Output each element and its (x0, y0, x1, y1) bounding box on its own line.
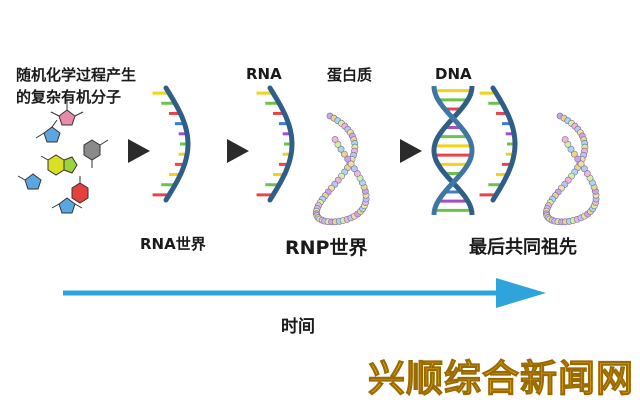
organic-molecules-icon (17, 100, 109, 214)
rna-strand-icon (479, 85, 518, 203)
protein-chain-icon (543, 112, 600, 226)
step-arrow-icon (128, 139, 150, 163)
step-arrow-icon (400, 139, 422, 163)
time-arrow (63, 278, 546, 308)
dna-label: DNA (435, 65, 472, 83)
rna-world-label: RNA世界 (140, 235, 206, 253)
step-arrow-icon (227, 139, 249, 163)
rna-strand-icon (256, 85, 295, 203)
rna-label: RNA (246, 65, 282, 83)
watermark: 兴顺综合新闻网 (368, 357, 634, 401)
protein-chain-icon (312, 112, 370, 226)
time-label: 时间 (281, 317, 315, 337)
rna-strand-icon (152, 85, 191, 203)
protein-label: 蛋白质 (327, 66, 373, 84)
random-molecules-line2: 的复杂有机分子 (16, 88, 122, 106)
luca-label: 最后共同祖先 (469, 237, 577, 258)
random-molecules-label: 随机化学过程产生 的复杂有机分子 (16, 64, 136, 108)
random-molecules-line1: 随机化学过程产生 (16, 66, 137, 84)
dna-double-helix-icon (431, 85, 475, 216)
rnp-world-label: RNP世界 (285, 237, 368, 259)
